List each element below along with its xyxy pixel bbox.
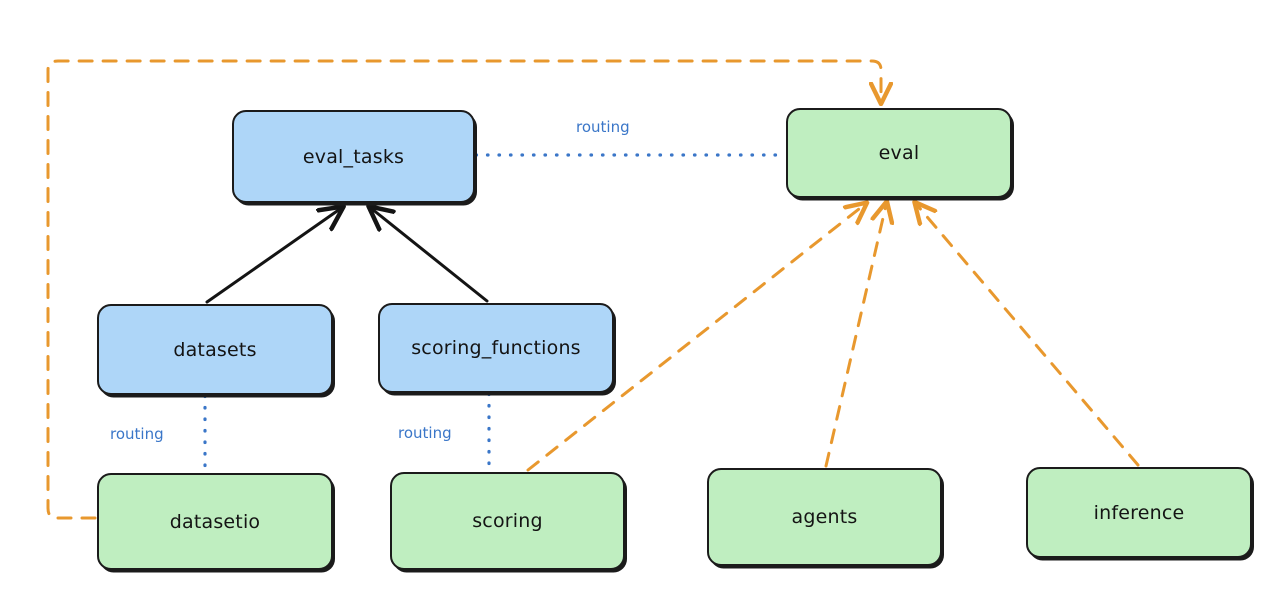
node-label-datasetio: datasetio bbox=[169, 510, 261, 533]
node-scoring-functions[interactable]: scoring_functions bbox=[378, 303, 614, 393]
node-datasets[interactable]: datasets bbox=[97, 304, 333, 395]
node-label-agents: agents bbox=[791, 506, 858, 528]
edge-label-scoring-functions-to-scoring: routing bbox=[398, 424, 452, 442]
node-datasetio[interactable]: datasetio bbox=[97, 473, 333, 570]
edge-agents-to-eval bbox=[824, 205, 886, 468]
node-eval-tasks[interactable]: eval_tasks bbox=[232, 110, 475, 203]
node-inference[interactable]: inference bbox=[1026, 467, 1252, 558]
edge-datasets-to-eval-tasks bbox=[205, 209, 340, 304]
node-label-scoring: scoring bbox=[472, 510, 543, 532]
edge-scoring-functions-to-eval-tasks bbox=[372, 209, 489, 303]
edge-inference-to-eval bbox=[917, 205, 1140, 467]
node-label-eval-tasks: eval_tasks bbox=[302, 145, 405, 168]
node-agents[interactable]: agents bbox=[707, 468, 942, 566]
node-label-datasets: datasets bbox=[173, 338, 257, 361]
edge-label-eval-tasks-to-eval: routing bbox=[576, 118, 630, 136]
node-label-inference: inference bbox=[1093, 501, 1185, 524]
node-label-scoring-functions: scoring_functions bbox=[411, 337, 581, 359]
node-label-eval: eval bbox=[878, 142, 920, 164]
edge-label-datasets-to-datasetio: routing bbox=[110, 425, 164, 443]
node-eval[interactable]: eval bbox=[786, 108, 1012, 198]
node-scoring[interactable]: scoring bbox=[390, 472, 625, 570]
